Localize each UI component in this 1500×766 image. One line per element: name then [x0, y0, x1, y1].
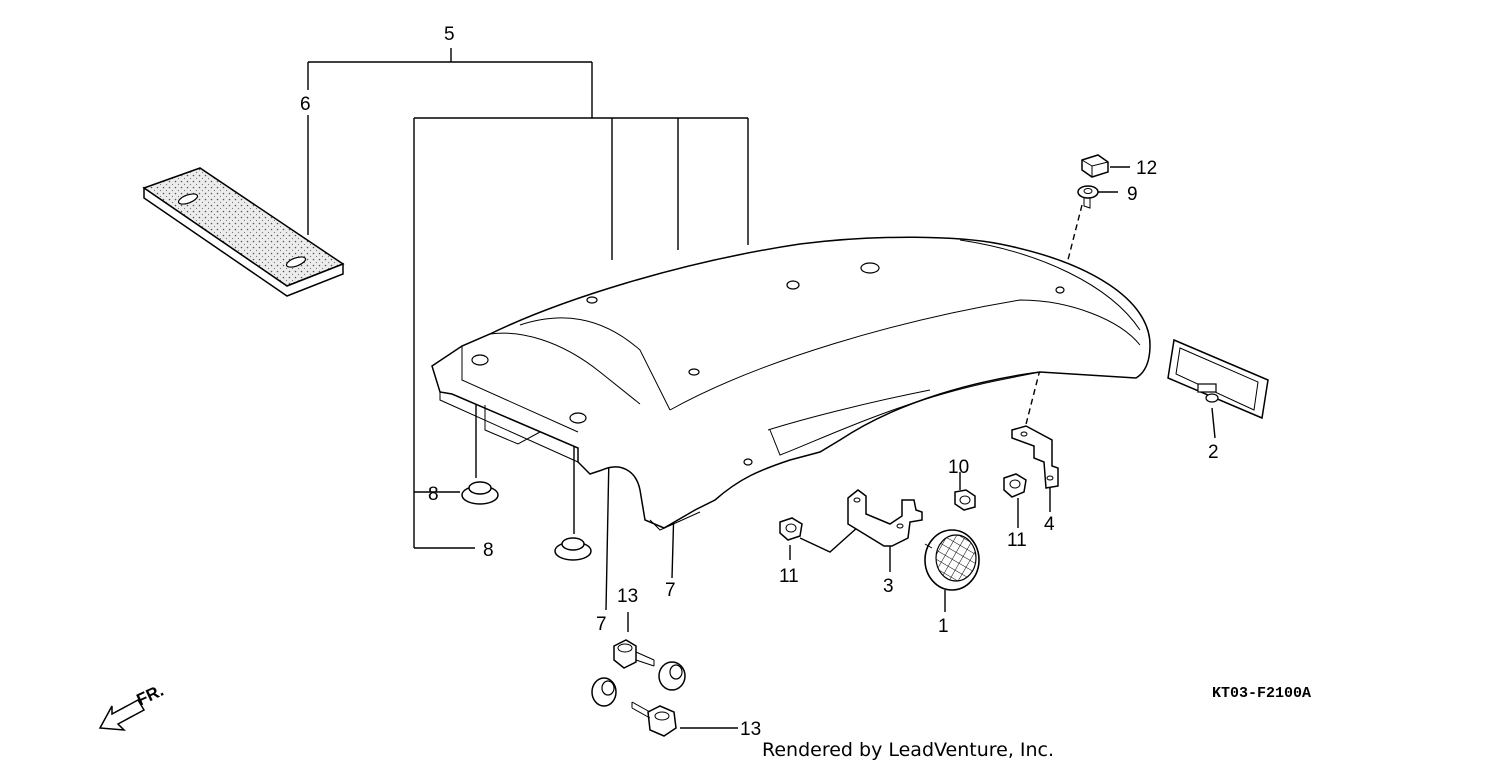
callout-8: 8: [483, 540, 494, 561]
grommet: [554, 537, 592, 561]
callout-3: 3: [883, 576, 894, 597]
reflector: [1167, 338, 1269, 420]
callout-9: 9: [1127, 184, 1138, 205]
callout-12: 12: [1136, 158, 1157, 179]
callout-7: 7: [596, 614, 607, 635]
stay-bracket: [1011, 425, 1059, 489]
callout-1: 1: [938, 616, 949, 637]
leader-lines: [307, 48, 1216, 729]
callout-10: 10: [948, 457, 969, 478]
light-bracket: [847, 489, 923, 547]
cushion: [658, 661, 686, 691]
callout-4: 4: [1044, 514, 1055, 535]
washer: [1077, 185, 1099, 209]
nut: [954, 489, 976, 511]
bolt: [613, 639, 655, 669]
callout-6: 6: [300, 94, 311, 115]
foam-pad: [142, 167, 345, 297]
grommet: [461, 481, 499, 505]
cushion: [591, 677, 617, 707]
lamp: [924, 529, 980, 591]
callout-11: 11: [1007, 530, 1027, 551]
callout-7: 7: [665, 580, 676, 601]
credit-text: Rendered by LeadVenture, Inc.: [762, 739, 1054, 761]
callouts: 5 6 12 9 2 8 8 10 11 4 11 3 1 13 7 7 13: [300, 24, 1219, 740]
bolt: [1081, 154, 1109, 178]
diagram-code: KT03-F2100A: [1212, 685, 1311, 702]
nut: [1003, 473, 1027, 498]
arrow-icon: [98, 699, 146, 731]
callout-13: 13: [617, 586, 638, 607]
callout-8: 8: [428, 484, 439, 505]
nut: [779, 517, 803, 541]
callout-13: 13: [740, 719, 761, 740]
bolt: [631, 701, 677, 737]
callout-2: 2: [1208, 442, 1219, 463]
rear-fender: [431, 236, 1151, 531]
callout-5: 5: [444, 24, 455, 45]
callout-11: 11: [779, 566, 799, 587]
